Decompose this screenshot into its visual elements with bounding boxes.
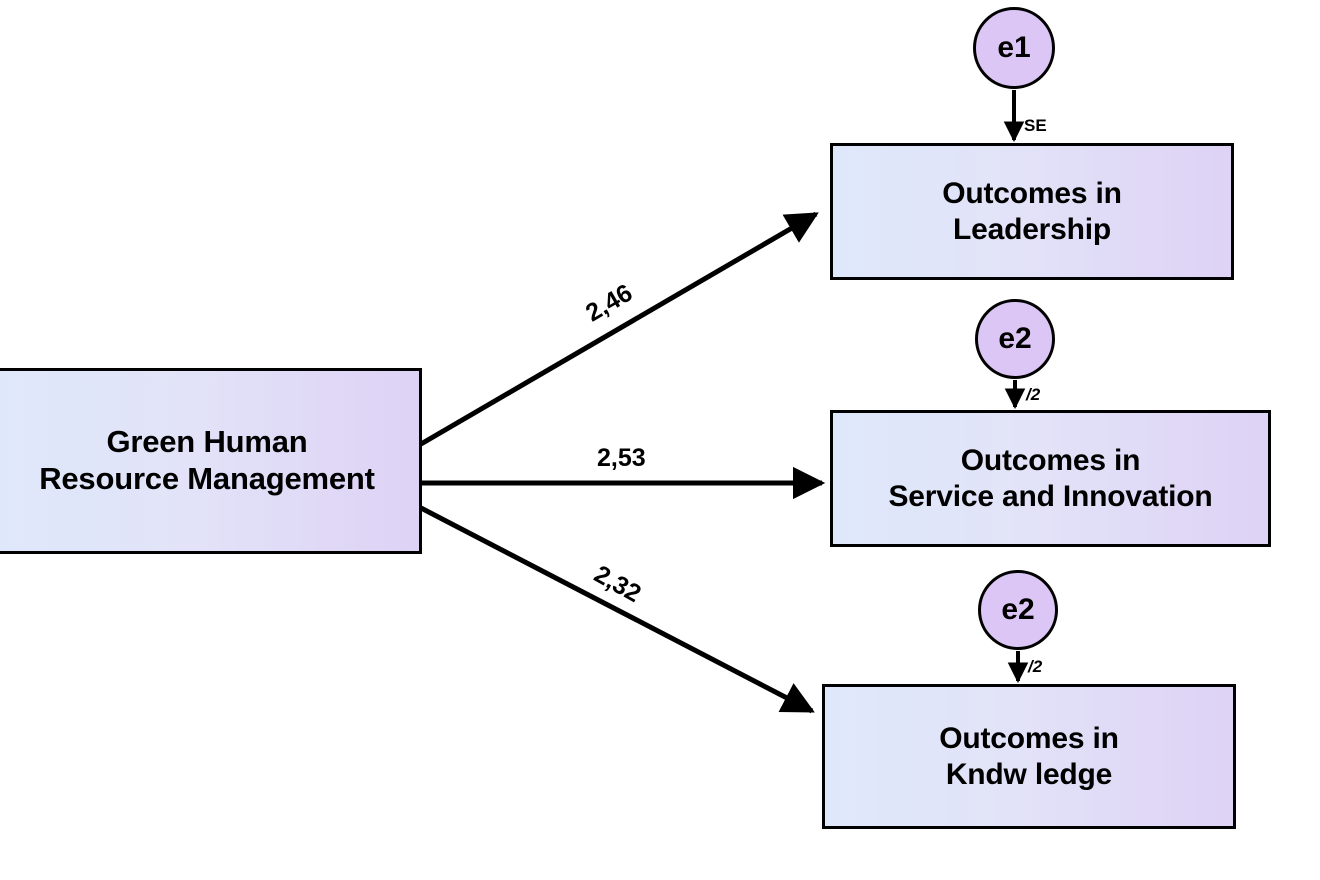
node-label-line2: Leadership (952, 212, 1112, 246)
error-term-e2-service[interactable]: e2 (975, 299, 1055, 379)
node-outcomes-in-leadership[interactable]: Outcomes in Leadership (830, 143, 1234, 280)
path-coefficient-service: 2,53 (597, 444, 646, 472)
node-outcomes-in-knowledge[interactable]: Outcomes in Kndw ledge (822, 684, 1236, 829)
node-label-line2: Kndw ledge (945, 757, 1113, 791)
error-term-e2-knowledge[interactable]: e2 (978, 570, 1058, 650)
error-arrow-label-e2-knowledge: /2 (1028, 657, 1043, 676)
path-arrow-knowledge (419, 505, 815, 714)
node-green-human-resource-management[interactable]: Green Human Resource Management (0, 368, 422, 554)
node-outcomes-in-service-and-innovation[interactable]: Outcomes in Service and Innovation (830, 410, 1271, 547)
error-arrow-label-e1: SE (1024, 116, 1047, 135)
error-arrow-label-e2-service: /2 (1026, 385, 1041, 404)
node-label-line1: Outcomes in (939, 722, 1119, 756)
node-label-line1: Outcomes in (942, 177, 1122, 211)
error-term-e1[interactable]: e1 (973, 7, 1055, 89)
node-label-line2: Resource Management (39, 461, 375, 496)
node-label-line1: Outcomes in (960, 444, 1141, 478)
node-label-line1: Green Human (106, 424, 308, 460)
node-label-line2: Service and Innovation (888, 479, 1213, 513)
path-arrow-leadership (419, 211, 819, 447)
